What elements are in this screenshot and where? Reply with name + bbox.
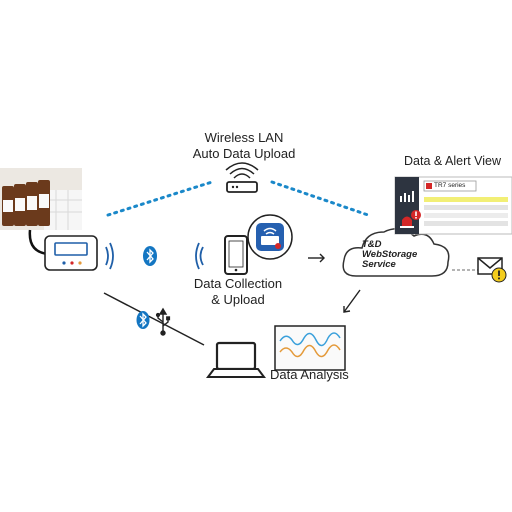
series-tab-label: TR7 series <box>434 182 466 189</box>
collection-label-line1: Data Collection <box>193 276 283 291</box>
arrow-to-cloud <box>308 253 325 263</box>
usb-icon <box>155 307 171 336</box>
bluetooth-icon <box>143 246 157 266</box>
arrow-to-analysis <box>343 289 361 313</box>
cloud-label-line1: T&D <box>362 239 382 250</box>
wireless-label-line2: Auto Data Upload <box>192 146 296 161</box>
cloud-label-line2: WebStorage <box>362 249 418 260</box>
analysis-label: Data Analysis <box>270 367 349 382</box>
collection-label-line2: & Upload <box>211 292 265 307</box>
wifi-signal-icon <box>105 242 114 270</box>
cloud-label-line3: Service <box>362 259 396 270</box>
wifi-signal-icon <box>195 242 204 270</box>
wireless-label-line1: Wireless LAN <box>204 130 284 145</box>
wireless-dotted-lines <box>106 180 370 217</box>
usb-link-line <box>103 292 205 346</box>
analysis-chart <box>274 325 346 371</box>
bottles-photo <box>0 168 82 230</box>
app-icon <box>247 214 293 260</box>
laptop-icon <box>206 341 266 378</box>
alert-icon <box>400 216 414 228</box>
bluetooth-icon <box>136 311 150 329</box>
warning-icon <box>491 267 507 283</box>
warning-icon <box>411 210 421 220</box>
smartphone-icon <box>224 235 248 275</box>
data-logger-device <box>44 235 98 271</box>
dashboard-view <box>394 176 512 235</box>
chart-bars-icon <box>400 191 414 202</box>
router-icon <box>225 162 259 193</box>
alert-view-label: Data & Alert View <box>404 154 502 168</box>
